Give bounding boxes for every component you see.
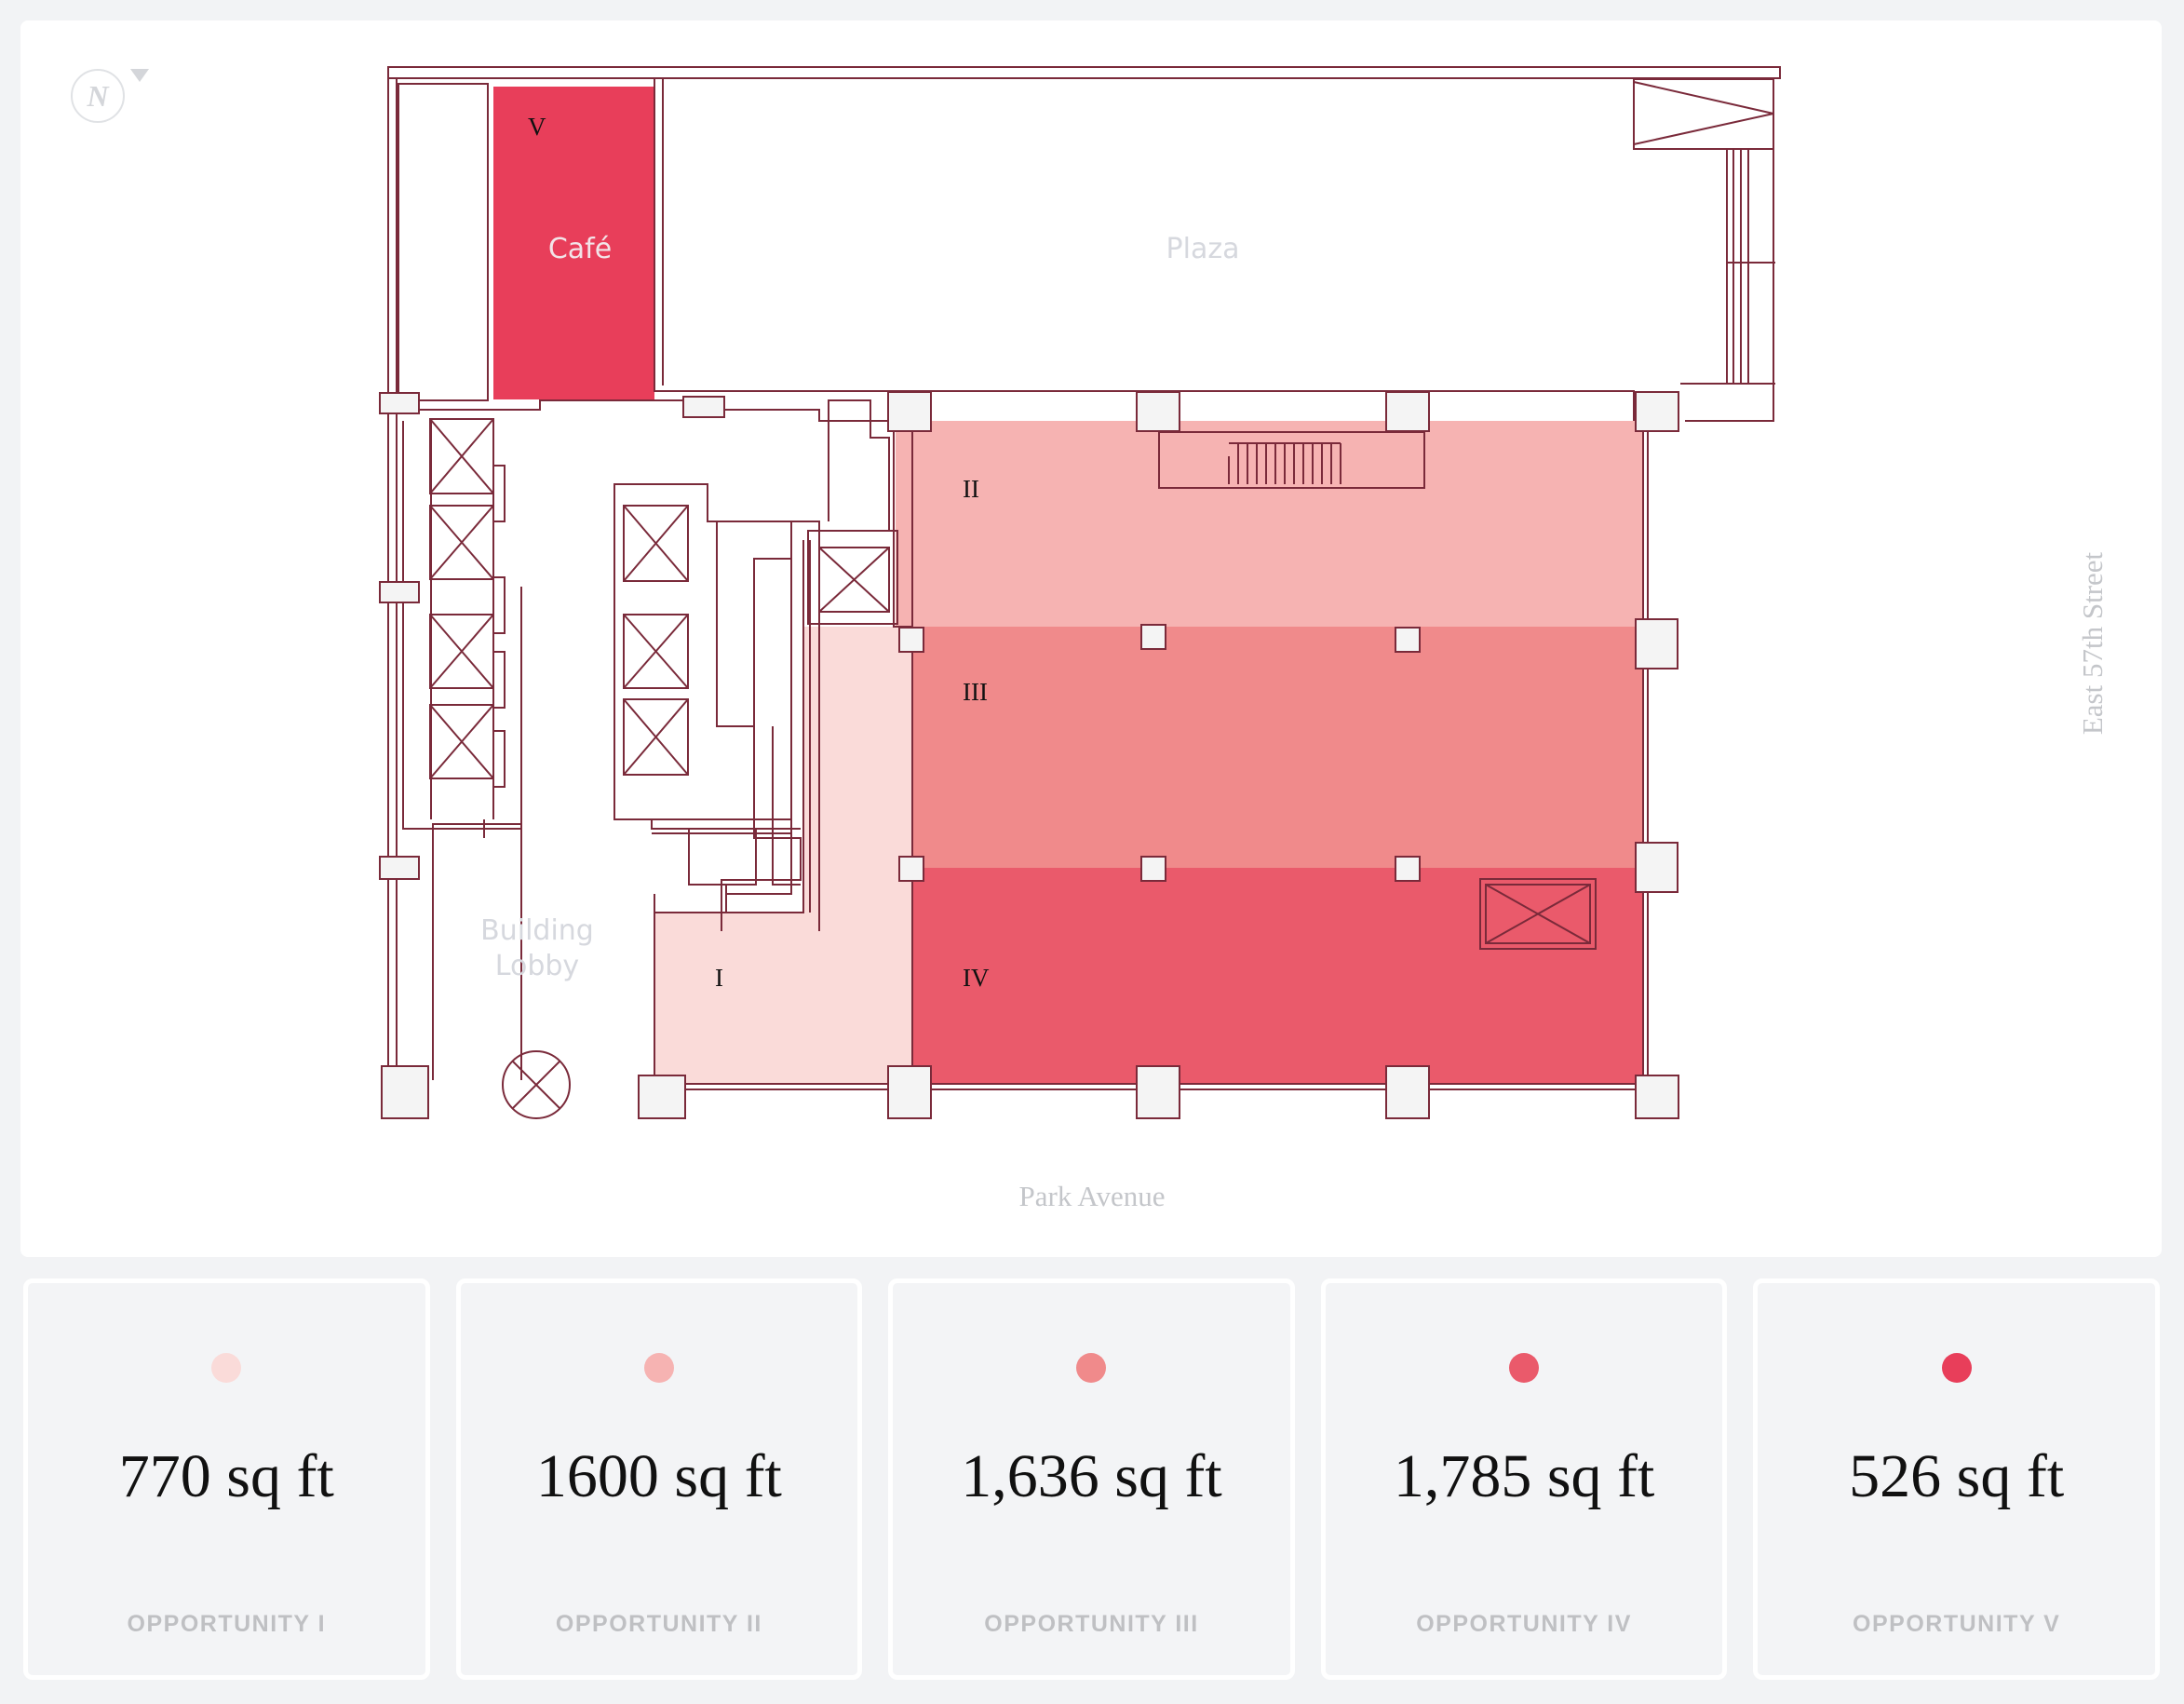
opportunity-card-iii[interactable]: 1,636 sq ft OPPORTUNITY III — [888, 1278, 1295, 1680]
elevator-icon — [623, 505, 689, 582]
opportunity-card-ii[interactable]: 1600 sq ft OPPORTUNITY II — [455, 1278, 863, 1680]
room-label-lobby-1: Building — [480, 914, 594, 947]
area-value: 1,636 sq ft — [961, 1442, 1222, 1510]
color-dot — [1076, 1353, 1107, 1383]
opportunity-card-v[interactable]: 526 sq ft OPPORTUNITY V — [1753, 1278, 2160, 1680]
opportunity-name: OPPORTUNITY IV — [1416, 1611, 1632, 1637]
color-dot — [211, 1353, 242, 1383]
room-label-plaza: Plaza — [1166, 233, 1240, 265]
region-v[interactable] — [493, 87, 654, 399]
compass-icon: N — [71, 69, 149, 123]
elevator-icon — [818, 547, 890, 613]
elevator-icon — [429, 505, 494, 580]
region-label-i: I — [715, 964, 723, 992]
room-label-cafe: Café — [548, 233, 612, 265]
region-ii[interactable] — [896, 421, 1643, 627]
color-dot — [1509, 1353, 1540, 1383]
area-value: 1,785 sq ft — [1393, 1442, 1655, 1510]
region-i[interactable] — [654, 627, 912, 1084]
street-label-park-avenue: Park Avenue — [1019, 1180, 1166, 1212]
elevator-icon — [429, 704, 494, 779]
svg-text:N: N — [86, 79, 110, 113]
elevator-icon — [429, 418, 494, 494]
opportunity-name: OPPORTUNITY III — [984, 1611, 1199, 1637]
opportunity-cards: 770 sq ft OPPORTUNITY I 1600 sq ft OPPOR… — [23, 1278, 2160, 1680]
elevator-icon — [623, 614, 689, 689]
area-value: 770 sq ft — [118, 1442, 334, 1510]
freight-elevator-icon — [1479, 878, 1597, 950]
walls — [387, 66, 1781, 1090]
color-dot — [1941, 1353, 1972, 1383]
opportunity-name: OPPORTUNITY II — [555, 1611, 762, 1637]
region-iii[interactable] — [912, 627, 1643, 868]
revolving-door-icon — [502, 1050, 571, 1119]
room-label-lobby-2: Lobby — [495, 950, 579, 982]
region-iv[interactable] — [912, 868, 1643, 1084]
area-value: 1600 sq ft — [535, 1442, 782, 1510]
opportunity-name: OPPORTUNITY I — [127, 1611, 327, 1637]
region-label-iv: IV — [963, 964, 990, 992]
columns — [379, 391, 1679, 1119]
elevator-icon — [429, 614, 494, 689]
opportunity-card-i[interactable]: 770 sq ft OPPORTUNITY I — [23, 1278, 430, 1680]
region-label-ii: II — [963, 475, 979, 503]
street-label-east-57th: East 57th Street — [2076, 551, 2109, 735]
region-label-iii: III — [963, 678, 988, 706]
color-dot — [643, 1353, 674, 1383]
region-label-v: V — [528, 113, 546, 141]
elevators — [429, 418, 1597, 1119]
opportunity-name: OPPORTUNITY V — [1853, 1611, 2061, 1637]
area-value: 526 sq ft — [1849, 1442, 2065, 1510]
elevator-icon — [623, 698, 689, 776]
opportunity-card-iv[interactable]: 1,785 sq ft OPPORTUNITY IV — [1320, 1278, 1728, 1680]
